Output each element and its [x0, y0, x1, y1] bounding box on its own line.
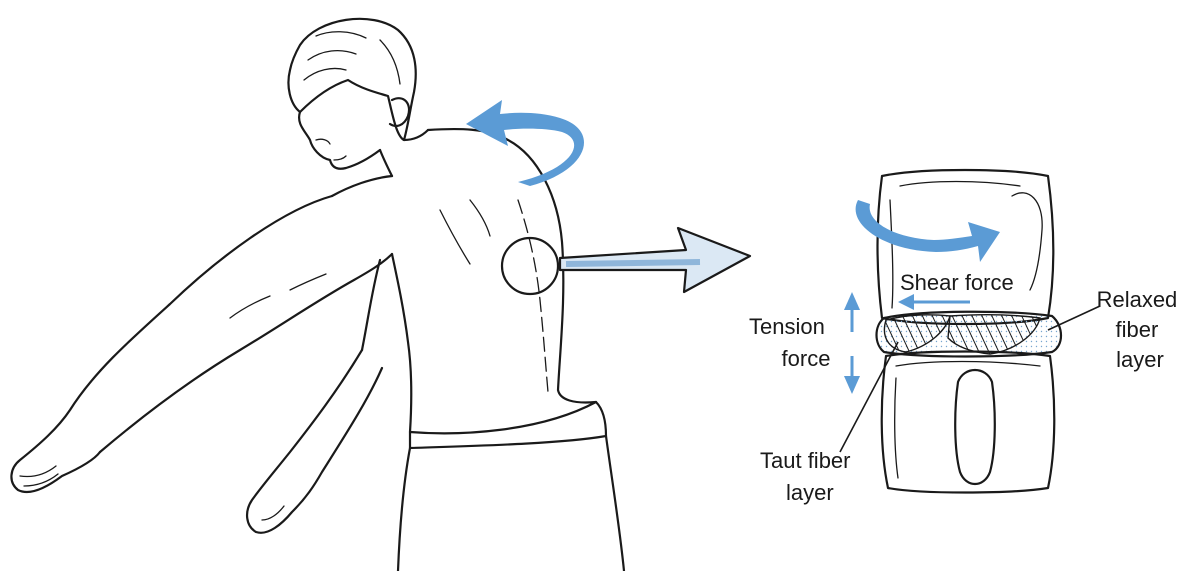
label-tension-force: Tension force	[749, 314, 831, 371]
label-relaxed-fiber-layer: Relaxed fiber layer	[1097, 287, 1184, 372]
vertebra-lower	[882, 352, 1055, 493]
right-arm	[247, 350, 382, 533]
taut-leader	[840, 342, 898, 452]
hair	[288, 19, 415, 140]
face	[299, 112, 380, 169]
intervertebral-disc	[877, 312, 1062, 357]
zoom-arrow	[560, 228, 750, 292]
vertebral-foramen	[955, 370, 995, 484]
left-arm	[11, 196, 332, 492]
waistband	[410, 402, 606, 448]
tension-arrows	[844, 292, 860, 394]
rotation-arrow-shoulder	[466, 100, 584, 186]
shear-arrow	[898, 294, 970, 310]
label-shear-force: Shear force	[900, 270, 1014, 295]
torso-side	[392, 254, 411, 432]
label-taut-fiber-layer: Taut fiber layer	[760, 448, 857, 505]
spine-line	[518, 200, 548, 392]
zoom-circle	[502, 238, 558, 294]
relaxed-leader	[1048, 306, 1100, 330]
